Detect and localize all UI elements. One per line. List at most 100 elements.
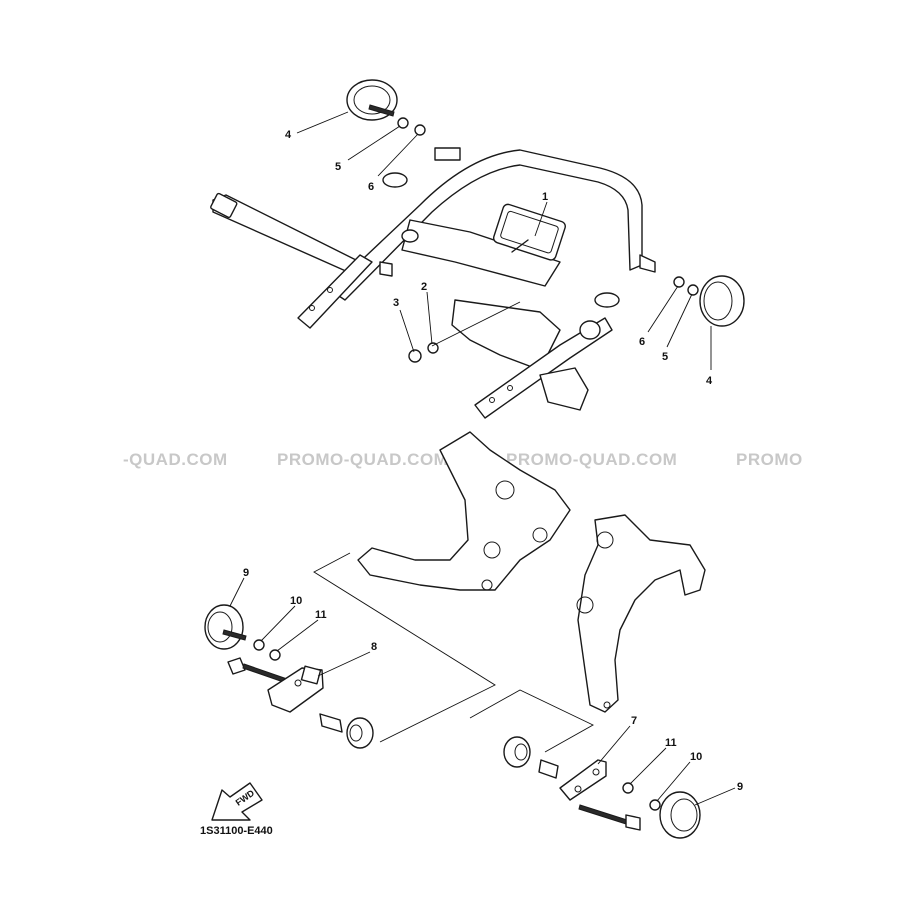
callout-8: 8: [371, 641, 377, 653]
callout-1: 1: [542, 191, 548, 203]
leader-6-top: [377, 133, 419, 177]
bracket-hole: [495, 480, 515, 500]
left-bracket-plate: [297, 254, 373, 329]
callout-5-right: 5: [662, 351, 668, 363]
bolt-right-head: [625, 814, 641, 831]
right-stud: [639, 254, 656, 273]
cap-9-right: [659, 791, 701, 839]
callout-6-right: 6: [639, 336, 645, 348]
leader-11-left: [276, 619, 319, 652]
leader-6-right: [647, 285, 679, 333]
right-cap-set: [673, 275, 745, 327]
leader-2: [426, 291, 433, 345]
leader-9-left: [229, 577, 245, 607]
bracket-hole: [596, 531, 614, 549]
bracket-7-hole: [574, 785, 582, 793]
bracket-7-hole: [592, 768, 600, 776]
nut-6-right: [673, 276, 685, 288]
bracket-7: [559, 759, 607, 801]
right-lug: [594, 292, 620, 308]
callout-10-right: 10: [690, 751, 702, 763]
hole: [327, 287, 333, 293]
hole: [489, 397, 495, 403]
callout-numbers: 1 2 3 4 5 6 4 5 6 7 8 9 10 11 9 10 11: [243, 129, 743, 793]
rear-peg: [539, 367, 589, 411]
leader-5-right: [666, 293, 693, 348]
leader-10-right: [656, 761, 691, 802]
leader-5-top: [347, 125, 401, 161]
bracket-hole: [481, 579, 493, 591]
pivot-boss: [401, 229, 419, 243]
watermark-text-2: PROMO-QUAD.COM: [277, 450, 448, 469]
ref-line-right: [469, 689, 594, 753]
lower-right-hardware: [503, 736, 701, 839]
bracket-hole: [483, 541, 501, 559]
cap-4-right-face: [703, 281, 733, 321]
rubber-mount-left-inner: [349, 724, 363, 742]
nut-6-top: [414, 124, 426, 136]
collar-left: [319, 713, 343, 733]
callout-11-right: 11: [665, 737, 677, 749]
hole: [309, 305, 315, 311]
bolt-right-shank: [578, 804, 628, 825]
callout-9-left: 9: [243, 567, 249, 579]
watermark: -QUAD.COM PROMO-QUAD.COM PROMO-QUAD.COM …: [123, 450, 803, 469]
callout-6-top: 6: [368, 181, 374, 193]
right-pivot-boss: [579, 320, 601, 340]
stud: [379, 261, 393, 277]
rubber-mount-right-inner: [514, 743, 528, 761]
watermark-text-5: PROMO: [736, 450, 803, 469]
u-shaped-tube: [329, 149, 643, 301]
left-tube-end: [210, 192, 238, 219]
hole: [507, 385, 513, 391]
fwd-arrow: FWD: [211, 782, 263, 821]
bracket-8-tab: [300, 665, 322, 685]
upper-frame-assembly: [210, 147, 656, 419]
nut-11-left: [269, 649, 281, 661]
nut-2: [427, 342, 439, 354]
left-lower-bracket: [357, 431, 571, 591]
part-code: 1S31100-E440: [200, 825, 273, 837]
reflector-bolt: [511, 239, 529, 253]
right-bracket-body: [577, 514, 706, 713]
bracket-hole: [576, 596, 594, 614]
callout-7: 7: [631, 715, 637, 727]
collar-right: [538, 759, 559, 779]
reflector-inner: [500, 210, 559, 254]
right-lower-rail: [474, 317, 613, 419]
callout-2: 2: [421, 281, 427, 293]
cap-4-right: [699, 275, 745, 327]
washer-10-left: [253, 639, 265, 651]
leader-10-left: [260, 605, 296, 642]
leader-4-top: [296, 111, 349, 134]
cross-plate: [401, 219, 561, 287]
leader-11-right: [629, 747, 667, 785]
leader-3: [399, 309, 415, 353]
cap-4-top-face: [353, 85, 391, 115]
lower-left-hardware: [204, 604, 374, 749]
callout-4-top: 4: [285, 129, 292, 141]
cap-9-right-face: [670, 798, 698, 832]
rubber-mount-right: [503, 736, 531, 768]
washer-5-top: [397, 117, 409, 129]
washer-10-right: [649, 799, 661, 811]
rubber-mount-left: [346, 717, 374, 749]
left-bracket-body: [357, 431, 571, 591]
cap-9-left-face: [207, 611, 233, 643]
bracket-hole: [532, 527, 548, 543]
callout-10-left: 10: [290, 595, 302, 607]
reflector: [492, 203, 566, 261]
callout-9-right: 9: [737, 781, 743, 793]
leader-8: [317, 651, 371, 677]
leader-9-right: [694, 787, 736, 806]
fwd-arrow-shape: [211, 782, 263, 821]
bracket-hole: [603, 701, 611, 709]
leader-lines: [229, 111, 736, 806]
top-stud: [434, 147, 461, 161]
nut-3: [408, 349, 422, 363]
leader-2b: [431, 301, 521, 347]
left-lug: [382, 172, 408, 188]
leader-7: [597, 725, 631, 765]
